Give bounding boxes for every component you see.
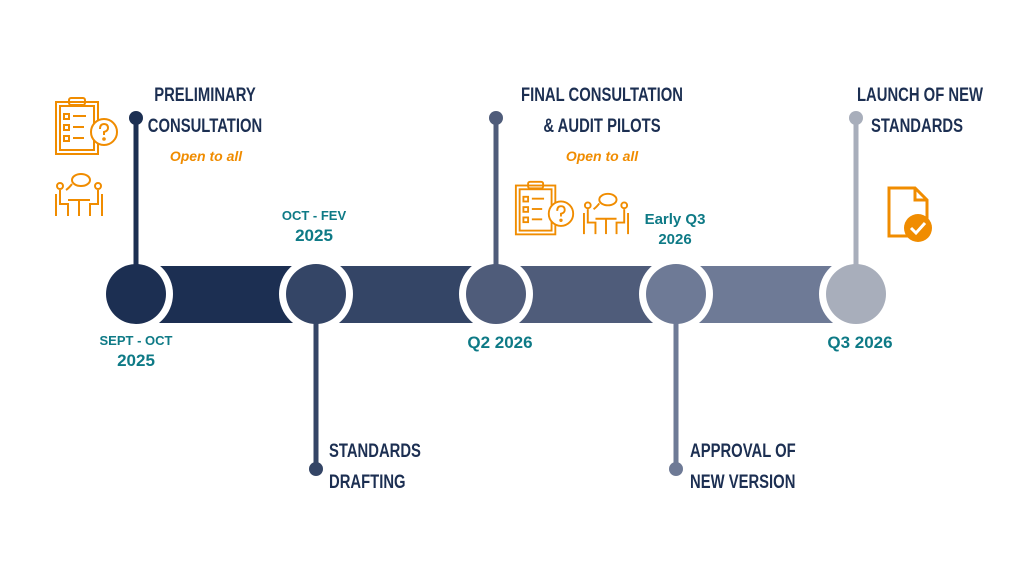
pin-dot-5 [849,111,863,125]
node-3 [466,264,526,324]
milestone-1-note: Open to all [169,148,243,164]
node-4 [646,264,706,324]
pin-dot-4 [669,462,683,476]
milestone-5-date: Q3 2026 [827,333,893,352]
milestone-3-note: Open to all [565,148,639,164]
node-5 [826,264,886,324]
pin-dot-3 [489,111,503,125]
pin-dot-1 [129,111,143,125]
clipboard-question-icon [514,180,575,236]
clipboard-question-icon [55,97,118,155]
node-1 [106,264,166,324]
meeting-icon [55,173,103,216]
pin-dot-2 [309,462,323,476]
milestone-3-title: FINAL CONSULTATION& AUDIT PILOTS [521,85,683,137]
document-check-icon [887,186,932,242]
milestone-3-date: Q2 2026 [467,333,533,352]
meeting-icon [583,192,629,235]
node-2 [286,264,346,324]
